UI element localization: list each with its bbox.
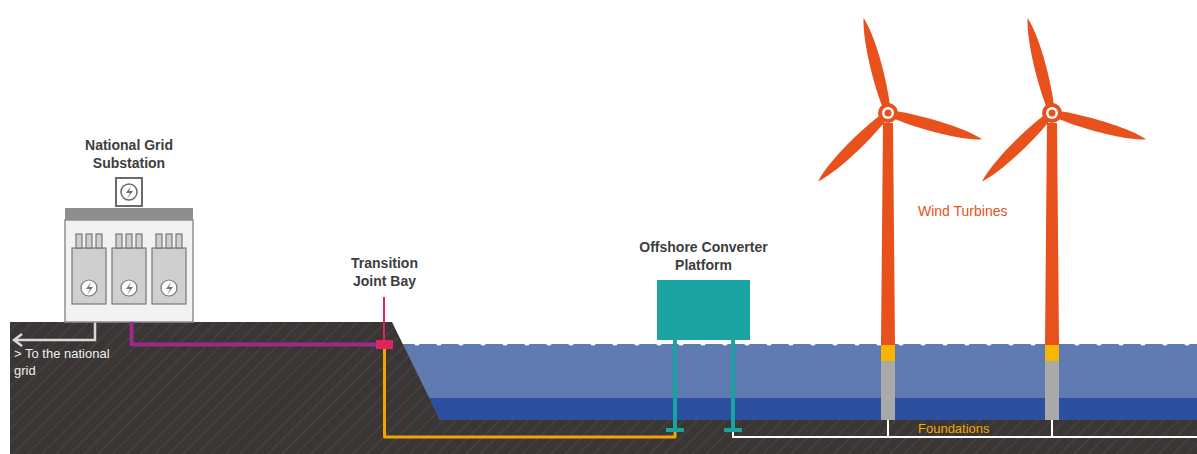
substation-building [86,234,92,248]
array-cable [887,420,889,437]
wind-turbine [814,17,984,186]
substation-building [86,282,173,295]
wind-turbine [978,114,1050,186]
power-cable [132,322,376,345]
wind-turbine [881,123,895,345]
substation-building [81,280,97,296]
substation-building [116,234,122,248]
joint-bay-marker [383,297,385,341]
ground [10,322,1197,454]
node-heading: National Grid Substation [69,136,189,172]
substation-building [65,208,193,220]
sea-water [398,344,1197,420]
grid-export-label: > To the national grid [14,345,114,379]
turbine-label: Wind Turbines [918,203,1038,220]
substation-building [81,280,177,296]
substation-building [166,234,172,248]
wind-turbine [1045,361,1059,420]
substation-building [121,280,137,296]
wind-turbine [882,107,894,119]
sea-waves [395,336,1197,350]
array-cable [1051,420,1053,437]
grid-export-arrow [14,334,22,346]
substation-node: National Grid Substation [65,208,193,322]
wind-turbine [878,103,898,123]
substation-building [112,248,146,304]
substation-building [156,234,162,248]
wind-turbine [1042,103,1062,123]
wind-turbine [1049,110,1056,117]
wind-turbine [881,345,895,361]
substation-building [161,280,177,296]
wind-turbine [1021,17,1056,107]
platform-leg [666,340,742,432]
node-heading: Transition Joint Bay [335,254,435,290]
substation-building [72,248,106,304]
substation-building [176,234,182,248]
substation-building [121,184,137,200]
wind-turbine [857,17,892,107]
wind-turbine [1045,345,1059,361]
substation-building [76,234,82,248]
converter-platform-box: Offshore Converter Platform [657,280,750,340]
platform-leg [724,428,742,432]
wind-turbine [1046,107,1058,119]
substation-building [136,234,142,248]
foundations-label: Foundations [918,420,1028,437]
grid-export-arrow [14,322,95,346]
joint-bay-node: Transition Joint Bay [376,340,393,349]
sea-deep-band [429,398,1197,420]
grid-export-arrow [16,322,95,340]
node-heading: Offshore Converter Platform [629,238,779,274]
wind-turbine [881,361,895,420]
substation-building [126,186,133,199]
platform-leg [673,340,677,430]
substation-building [86,282,93,295]
wind-turbine [885,110,892,117]
substation-building [116,178,142,206]
substation-building [65,220,193,322]
wind-turbine [1058,110,1148,145]
substation-building [166,282,173,295]
substation-building [126,282,133,295]
wind-turbine [978,17,1148,186]
wind-turbine [1045,123,1059,345]
power-cable [385,340,676,437]
substation-building [72,234,186,304]
wind-turbine [894,110,984,145]
substation-building [152,248,186,304]
substation-building [65,178,193,322]
platform-leg [666,428,684,432]
platform-leg [731,340,735,430]
substation-building [96,234,102,248]
substation-building [126,234,132,248]
wind-turbine [814,114,886,186]
